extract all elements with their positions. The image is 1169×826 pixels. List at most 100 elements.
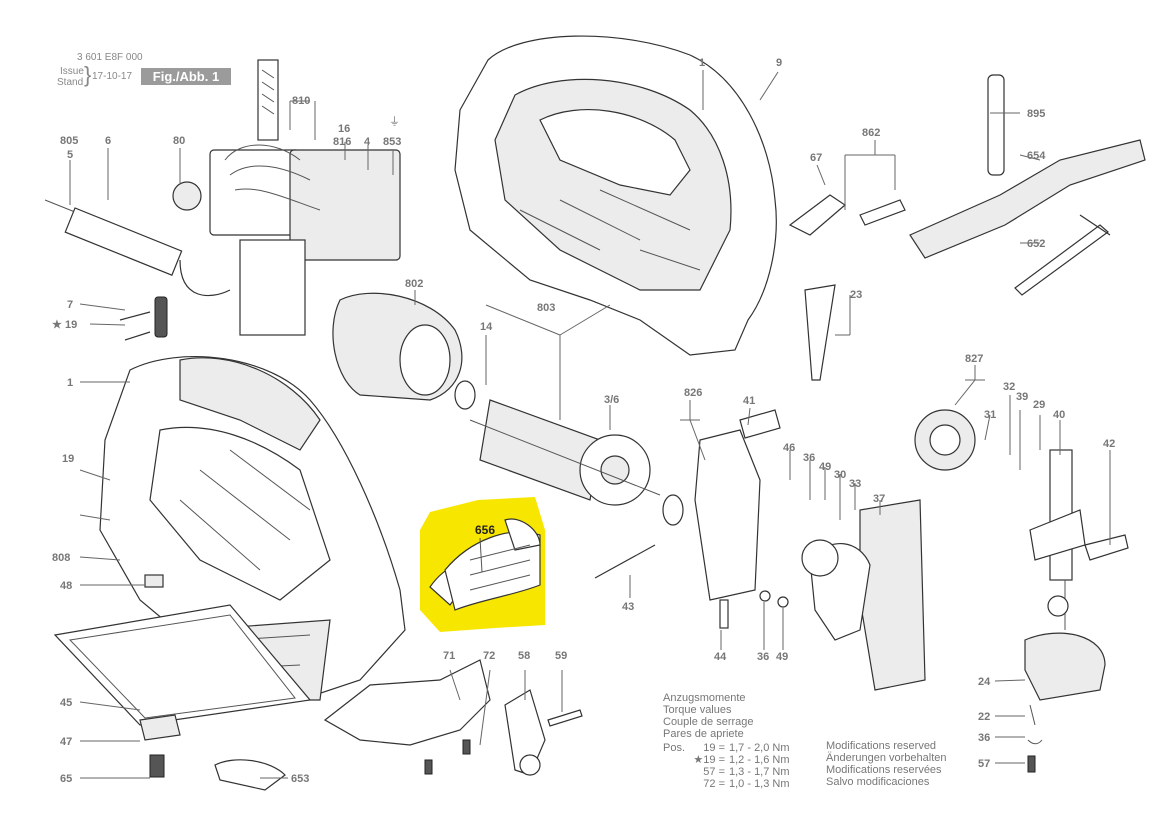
- label-40: 40: [1053, 409, 1065, 421]
- label-33: 33: [849, 478, 861, 490]
- leader-lines: [69, 70, 1111, 779]
- label-43: 43: [622, 601, 634, 613]
- torque-row: 57 = 1,3 - 1,7 Nm: [663, 766, 790, 778]
- label-895: 895: [1027, 108, 1045, 120]
- label-57: 57: [978, 758, 990, 770]
- motor-assembly: [332, 292, 684, 526]
- torque-pos: 19 =: [703, 742, 725, 754]
- label-23: 23: [850, 289, 862, 301]
- label-39: 39: [1016, 391, 1028, 403]
- torque-pos: ★19 =: [693, 754, 725, 766]
- label-36-a: 36: [803, 452, 815, 464]
- torque-value: 1,2 - 1,6 Nm: [729, 754, 790, 766]
- label-654: 654: [1027, 150, 1046, 162]
- small-parts: [119, 284, 1129, 773]
- torque-titles: Anzugsmomente Torque values Couple de se…: [663, 692, 754, 740]
- modifications-de: Änderungen vorbehalten: [826, 752, 947, 764]
- torque-pos: 72 =: [703, 778, 725, 790]
- label-48: 48: [60, 580, 72, 592]
- label-65: 65: [60, 773, 72, 785]
- label-862: 862: [862, 127, 880, 139]
- issue-date: 17-10-17: [92, 71, 133, 82]
- label-22: 22: [978, 711, 990, 723]
- label-1-top: 1: [699, 57, 705, 69]
- label-80: 80: [173, 135, 185, 147]
- label-4: 4: [364, 136, 371, 148]
- figure-label: Fig./Abb. 1: [141, 68, 231, 85]
- modifications-note: Modifications reserved Änderungen vorbeh…: [826, 740, 946, 788]
- label-star: ★: [52, 319, 62, 331]
- label-9: 9: [776, 57, 782, 69]
- label-5: 5: [67, 149, 73, 161]
- label-49-b: 49: [776, 651, 788, 663]
- stand-label: Stand: [57, 77, 84, 88]
- doc-number: 3 601 E8F 000: [77, 52, 143, 63]
- torque-prefix: Pos.: [663, 742, 686, 754]
- torque-value: 1,0 - 1,3 Nm: [729, 778, 790, 790]
- modifications-en: Modifications reserved: [826, 740, 937, 752]
- base-plate: [53, 574, 312, 791]
- label-802: 802: [405, 278, 423, 290]
- label-36-b: 36: [757, 651, 769, 663]
- label-31: 31: [984, 409, 996, 421]
- label-30: 30: [834, 469, 846, 481]
- label-816: 816: [333, 136, 351, 148]
- label-805: 805: [60, 135, 78, 147]
- label-49-a: 49: [819, 461, 831, 473]
- torque-row: Pos. 19 = 1,7 - 2,0 Nm: [663, 742, 790, 754]
- part-labels: 805 5 6 80 810 16 816 4 853 1 9 895 862 …: [52, 57, 1115, 785]
- label-16: 16: [338, 123, 350, 135]
- torque-value: 1,7 - 2,0 Nm: [729, 742, 790, 754]
- label-853: 853: [383, 136, 401, 148]
- label-32: 32: [1003, 381, 1015, 393]
- label-803: 803: [537, 302, 555, 314]
- label-58: 58: [518, 650, 530, 662]
- label-826: 826: [684, 387, 702, 399]
- label-29: 29: [1033, 399, 1045, 411]
- switch-assembly: [44, 59, 401, 336]
- guide-mechanism: [694, 409, 1106, 701]
- label-67: 67: [810, 152, 822, 164]
- label-41: 41: [743, 395, 755, 407]
- torque-prefix: [663, 778, 688, 790]
- torque-row: ★19 = 1,2 - 1,6 Nm: [663, 754, 790, 766]
- label-6: 6: [105, 135, 111, 147]
- label-19: 19: [62, 453, 74, 465]
- label-46: 46: [783, 442, 795, 454]
- torque-prefix: [663, 754, 688, 766]
- label-44: 44: [714, 651, 727, 663]
- torque-pos: 57 =: [703, 766, 725, 778]
- label-59: 59: [555, 650, 567, 662]
- label-652: 652: [1027, 238, 1045, 250]
- label-7: 7: [67, 299, 73, 311]
- modifications-es: Salvo modificaciones: [826, 776, 930, 788]
- issue-label: Issue: [60, 66, 84, 77]
- label-3-6: 3/6: [604, 394, 619, 406]
- label-808: 808: [52, 552, 70, 564]
- label-71: 71: [443, 650, 455, 662]
- torque-table: Pos. 19 = 1,7 - 2,0 Nm ★19 = 1,2 - 1,6 Nm 5…: [663, 742, 790, 790]
- label-656: 656: [475, 523, 495, 537]
- label-45: 45: [60, 697, 72, 709]
- torque-title-es: Pares de apriete: [663, 728, 744, 740]
- bracket: }: [84, 62, 92, 87]
- ground-symbol-icon: ⏚: [389, 115, 400, 128]
- label-72: 72: [483, 650, 495, 662]
- housing-half-right: [454, 35, 777, 356]
- label-42: 42: [1103, 438, 1115, 450]
- torque-prefix: [663, 766, 688, 778]
- torque-value: 1,3 - 1,7 Nm: [729, 766, 790, 778]
- label-24: 24: [978, 676, 991, 688]
- label-36-c: 36: [978, 732, 990, 744]
- modifications-fr: Modifications reservées: [826, 764, 942, 776]
- torque-title-fr: Couple de serrage: [663, 716, 754, 728]
- torque-row: 72 = 1,0 - 1,3 Nm: [663, 778, 790, 790]
- label-1-left: 1: [67, 377, 73, 389]
- label-14: 14: [480, 321, 493, 333]
- label-37: 37: [873, 493, 885, 505]
- highlight-part-656: [420, 497, 545, 632]
- label-827: 827: [965, 353, 983, 365]
- torque-title-de: Anzugsmomente: [663, 692, 746, 704]
- accessories: [788, 74, 1146, 296]
